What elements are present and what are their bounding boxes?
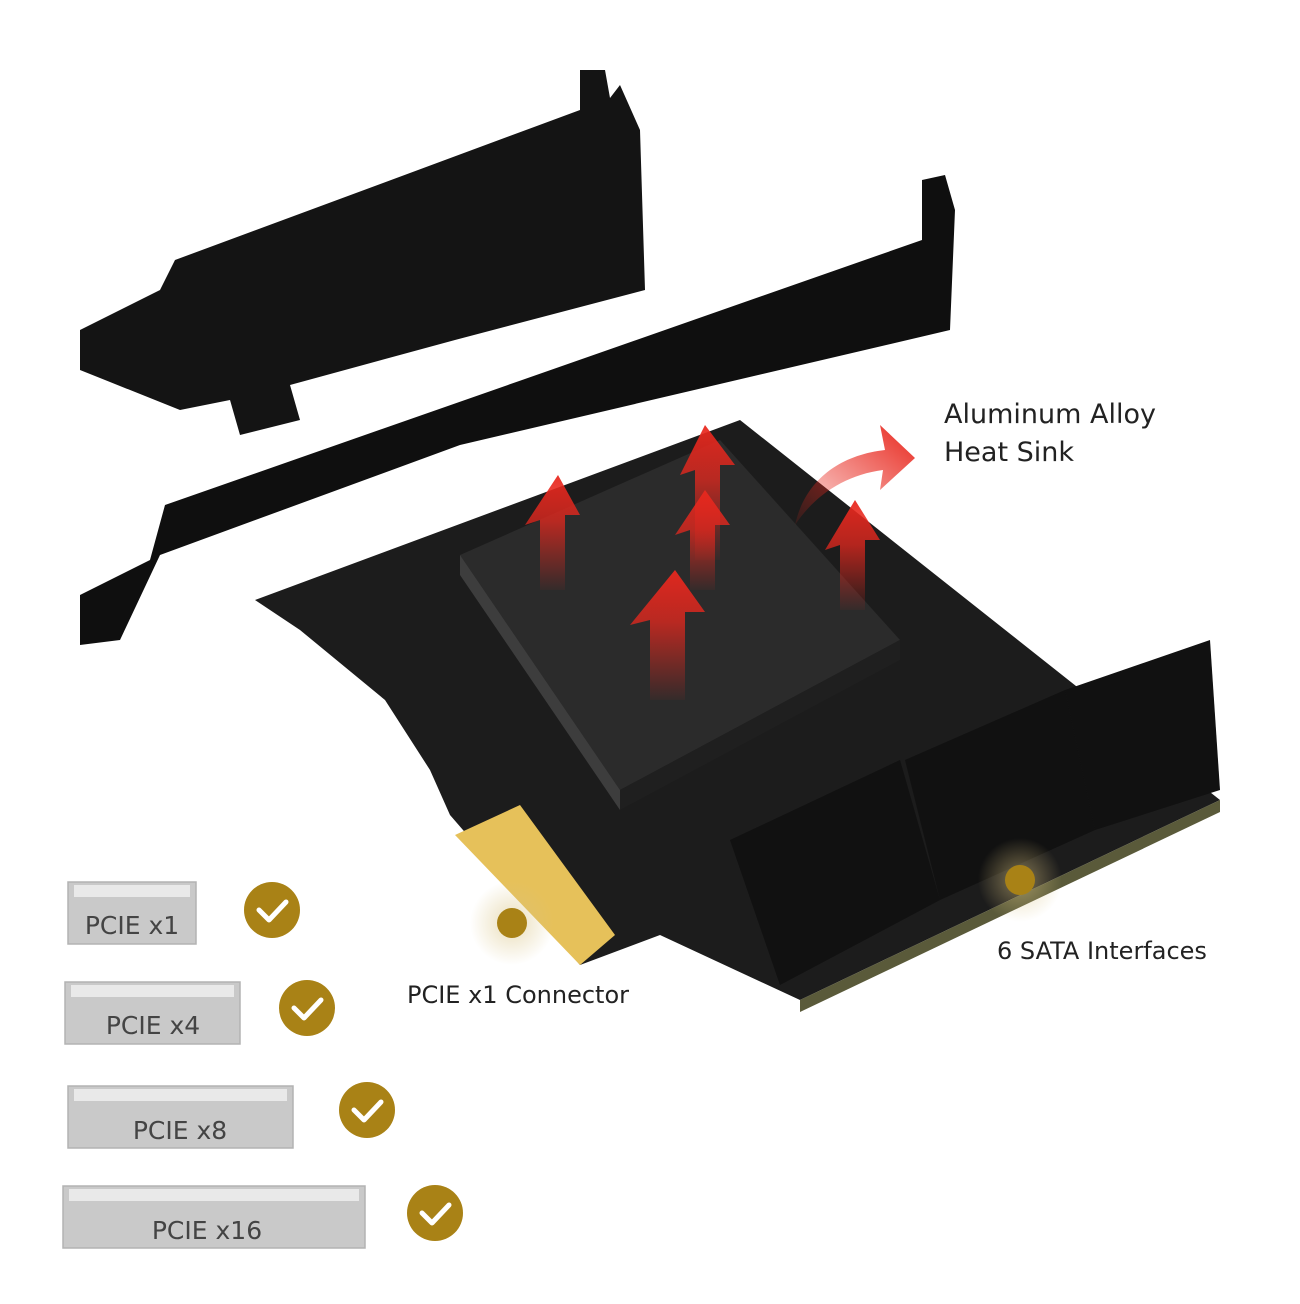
heat-sink-label: Aluminum Alloy Heat Sink bbox=[944, 396, 1156, 473]
check-badge-icon bbox=[339, 1082, 395, 1138]
check-badge-icon bbox=[407, 1185, 463, 1241]
slot-pcie-x1: PCIE x1 bbox=[67, 881, 300, 945]
heat-sink-label-line2: Heat Sink bbox=[944, 437, 1075, 469]
slot-pcie-x8: PCIE x8 bbox=[67, 1082, 395, 1149]
slot-label: PCIE x4 bbox=[106, 1011, 200, 1040]
slot-label: PCIE x16 bbox=[152, 1216, 262, 1245]
sata-marker bbox=[1005, 865, 1035, 895]
pcie-connector-marker bbox=[497, 908, 527, 938]
sata-interfaces-label: 6 SATA Interfaces bbox=[997, 937, 1207, 965]
heat-sink-label-line1: Aluminum Alloy bbox=[944, 399, 1156, 430]
slot-compatibility-list: PCIE x1 PCIE x4 PCIE x8 PCIE x16 bbox=[62, 881, 463, 1249]
check-icon bbox=[351, 1099, 384, 1123]
check-icon bbox=[256, 899, 289, 923]
slot-pcie-x4: PCIE x4 bbox=[64, 980, 335, 1045]
slot-label: PCIE x1 bbox=[85, 911, 179, 940]
check-icon bbox=[291, 997, 324, 1021]
check-icon bbox=[419, 1202, 452, 1226]
slot-label: PCIE x8 bbox=[133, 1116, 227, 1145]
pcie-connector-label: PCIE x1 Connector bbox=[407, 981, 629, 1009]
full-height-bracket bbox=[80, 175, 955, 645]
heat-arrows bbox=[525, 425, 915, 700]
check-badge-icon bbox=[244, 882, 300, 938]
pcie-gold-contacts bbox=[455, 805, 615, 965]
slot-pcie-x16: PCIE x16 bbox=[62, 1185, 463, 1249]
sata-port-block bbox=[730, 640, 1220, 985]
check-badge-icon bbox=[279, 980, 335, 1036]
low-profile-bracket bbox=[80, 70, 645, 435]
